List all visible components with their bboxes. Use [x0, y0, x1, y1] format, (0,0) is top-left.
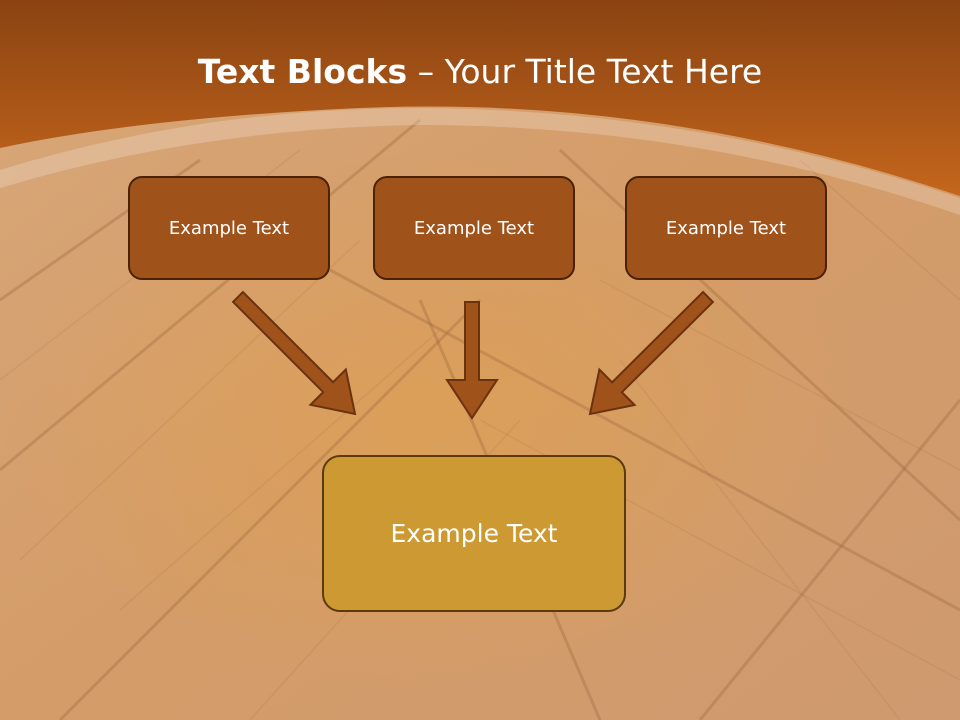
title-separator: – [407, 52, 445, 91]
title-bold: Text Blocks [197, 52, 408, 91]
target-block[interactable]: Example Text [322, 455, 626, 612]
text-block-3[interactable]: Example Text [625, 176, 827, 280]
title-rest: Your Title Text Here [444, 52, 763, 91]
text-block-1[interactable]: Example Text [128, 176, 330, 280]
arrow-left-icon [231, 290, 357, 416]
arrow-right-icon [588, 290, 715, 416]
text-block-2[interactable]: Example Text [373, 176, 575, 280]
arrow-center-icon [445, 301, 499, 420]
slide-title: Text Blocks – Your Title Text Here [0, 52, 960, 91]
